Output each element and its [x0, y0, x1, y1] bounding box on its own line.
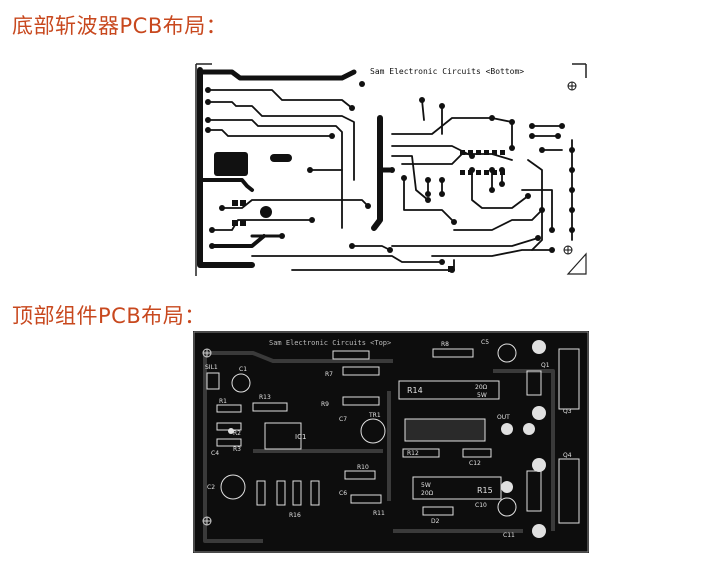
top-board-title: Sam Electronic Circuits <Top>: [269, 339, 391, 347]
label-ic1: IC1: [295, 433, 306, 441]
label-c2: C2: [207, 484, 215, 491]
top-layout-heading: 顶部组件PCB布局：: [12, 304, 206, 328]
bottom-pcb-image: Sam Electronic Circuits <Bottom>: [192, 60, 590, 278]
bottom-layout-heading: 底部斩波器PCB布局：: [12, 14, 228, 38]
label-out: OUT: [497, 414, 510, 421]
label-r15-w: 5W: [421, 482, 431, 489]
label-r12: R12: [407, 450, 419, 457]
label-q4: Q4: [563, 452, 572, 459]
label-r14: R14: [407, 386, 423, 395]
label-r14-w: 5W: [477, 392, 487, 399]
label-r15: R15: [477, 486, 493, 495]
bottom-pcb-drawing: Sam Electronic Circuits <Bottom>: [195, 63, 587, 276]
bottom-board-title: Sam Electronic Circuits <Bottom>: [370, 67, 524, 76]
label-c6: C6: [339, 490, 347, 497]
label-r1: R1: [219, 398, 227, 405]
label-tr1: TR1: [368, 412, 381, 419]
label-r10: R10: [357, 464, 369, 471]
label-r7: R7: [325, 371, 333, 378]
top-pcb-drawing: Sam Electronic Circuits <Top>: [193, 331, 589, 553]
label-c5: C5: [481, 339, 489, 346]
label-c11: C11: [503, 532, 515, 539]
label-r3: R3: [233, 446, 241, 453]
label-r8: R8: [441, 341, 449, 348]
label-r13: R13: [259, 394, 271, 401]
label-r2: R2: [233, 430, 241, 437]
label-sil1: SIL1: [205, 364, 218, 371]
label-r14-val: 20Ω: [475, 384, 488, 391]
label-q1: Q1: [541, 362, 550, 369]
label-c4: C4: [211, 450, 219, 457]
label-c10: C10: [475, 502, 487, 509]
label-r16: R16: [289, 512, 301, 519]
label-q2: Q2: [537, 464, 546, 471]
top-pcb-image: Sam Electronic Circuits <Top>: [193, 331, 589, 553]
label-c1: C1: [239, 366, 247, 373]
label-c12: C12: [469, 460, 481, 467]
label-d2: D2: [431, 518, 440, 525]
label-r15-val: 20Ω: [421, 490, 434, 497]
label-q3: Q3: [563, 408, 572, 415]
label-r11: R11: [373, 510, 385, 517]
label-r9: R9: [321, 401, 329, 408]
label-c7: C7: [339, 416, 347, 423]
